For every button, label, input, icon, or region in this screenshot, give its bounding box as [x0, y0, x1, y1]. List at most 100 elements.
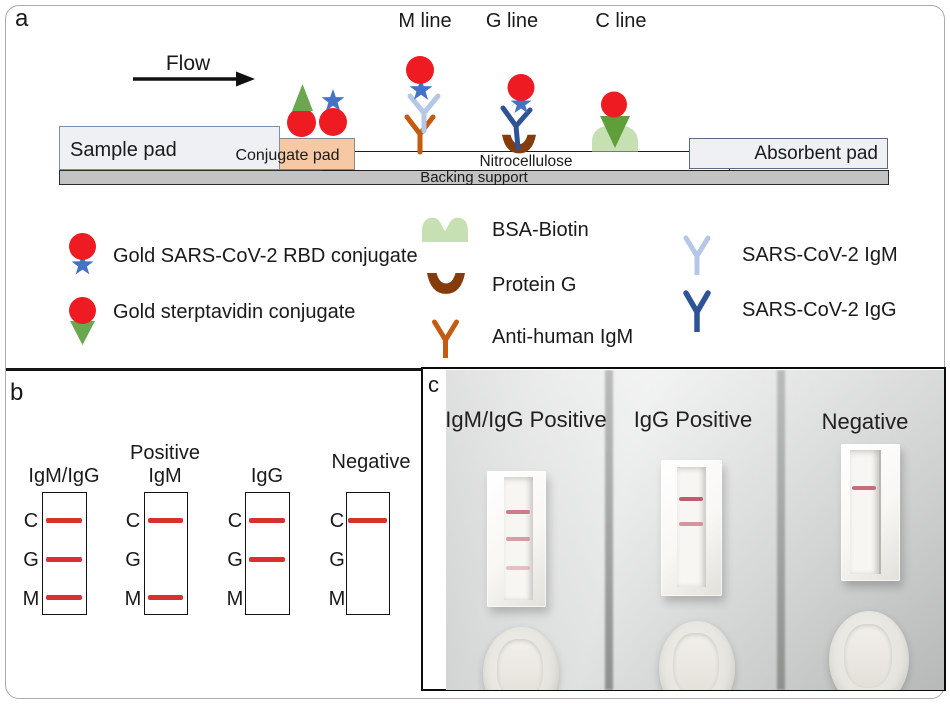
strip3-g-line — [249, 557, 285, 562]
cassette3-window — [841, 444, 900, 581]
cassette-photo: IgM/IgG Positive IgG Positive Negative — [446, 370, 944, 690]
flow-arrow — [133, 71, 255, 87]
streptavidin-triangle — [600, 116, 630, 148]
strip2-title-line2: IgM — [148, 465, 182, 487]
cassette3-strip — [850, 450, 881, 574]
legend-label-anti-human-igm: Anti-human IgM — [492, 326, 634, 348]
strip4-title: Negative — [331, 451, 411, 473]
strip2-title-line1: Positive — [129, 442, 201, 464]
cassette1-window — [487, 471, 546, 607]
cassette1-strip — [504, 477, 533, 600]
cassette3-c-line — [852, 486, 876, 490]
c-line-label: C line — [595, 10, 647, 32]
cassette3-label: Negative — [821, 409, 909, 434]
strip2-positive-igm — [144, 492, 188, 615]
m-line-label: M line — [398, 10, 452, 32]
c-line-complex — [592, 91, 638, 152]
sars-cov-2-igm-icon — [407, 93, 441, 134]
cassette1-c-line — [506, 510, 530, 514]
nitrocellulose-label: Nitrocellulose — [479, 153, 573, 170]
backing-support-label: Backing support — [420, 169, 528, 186]
legend-label-gold-streptavidin: Gold sterptavidin conjugate — [113, 301, 356, 323]
anti-human-igm-icon — [404, 114, 436, 155]
cassette2-well-pill — [673, 633, 720, 690]
cassette1-g-line — [506, 537, 530, 541]
cassette2-strip — [677, 467, 706, 587]
panel-c: c IgM/IgG Positive IgG Positive — [421, 367, 946, 691]
sample-pad — [59, 126, 280, 170]
strip1-g-line — [46, 557, 82, 562]
strip3-igg — [245, 492, 290, 615]
cassette3-sample-well — [829, 611, 909, 690]
gold-particle — [507, 74, 535, 101]
protein-g-icon — [427, 273, 465, 294]
legend-label-gold-rbd: Gold SARS-CoV-2 RBD conjugate — [113, 245, 418, 267]
cassette2-sample-well — [659, 621, 735, 690]
gold-rbd-conjugate-icon — [69, 233, 96, 275]
rbd-star — [321, 89, 345, 111]
strip1-letter-G: G — [23, 549, 39, 571]
panel-a-label: a — [15, 5, 29, 32]
absorbent-pad-label: Absorbent pad — [754, 143, 878, 164]
cassette1-m-line — [506, 566, 530, 570]
strip4-c-line — [348, 518, 387, 523]
cassette-separator-2 — [777, 370, 785, 690]
gold-streptavidin-conjugate-icon — [287, 84, 316, 137]
strip3-c-line — [249, 518, 285, 523]
m-line-complex — [404, 56, 441, 155]
g-line-complex — [500, 74, 536, 154]
strip1-letter-M: M — [22, 588, 40, 610]
gold-streptavidin-conjugate-icon — [69, 297, 96, 345]
panel-b-top-border — [6, 368, 421, 371]
strip3-letter-C: C — [227, 510, 243, 532]
protein-g-icon — [502, 134, 536, 154]
cassette1-label: IgM/IgG Positive — [446, 407, 607, 432]
sample-pad-label: Sample pad — [70, 139, 177, 161]
cassette-separator-1 — [605, 370, 613, 690]
legend-label-sars-igm: SARS-CoV-2 IgM — [742, 244, 898, 266]
strip1-m-line — [46, 595, 82, 600]
absorbent-pad — [689, 138, 888, 169]
sars-cov-2-igg-icon — [683, 290, 711, 332]
strip3-letter-M: M — [226, 588, 244, 610]
rbd-star — [510, 93, 532, 113]
gold-rbd-conjugate-icon — [319, 89, 347, 136]
strip2-letter-G: G — [125, 549, 141, 571]
panel-c-label: c — [428, 372, 439, 397]
strip1-title: IgM/IgG — [28, 465, 100, 487]
strip1-letter-C: C — [23, 510, 39, 532]
cassette2-label: IgG Positive — [633, 407, 753, 432]
gold-particle — [601, 91, 627, 118]
strip3-letter-G: G — [227, 549, 243, 571]
cassette3-well-pill — [844, 623, 893, 688]
panel-a-molecules — [133, 56, 638, 155]
cassette2-c-line — [679, 497, 703, 501]
strip4-letter-G: G — [329, 549, 345, 571]
anti-human-igm-icon — [432, 319, 459, 358]
conjugate-pad-label: Conjugate pad — [235, 147, 340, 164]
strip2-m-line — [148, 595, 183, 600]
strip4-negative — [346, 492, 390, 615]
cassette2-window — [661, 460, 722, 596]
strip1-igm-igg — [42, 492, 87, 615]
strip2-c-line — [148, 518, 183, 523]
g-line-label: G line — [485, 10, 539, 32]
legend-label-protein-g: Protein G — [492, 274, 577, 296]
strip2-letter-M: M — [124, 588, 142, 610]
panel-b-label: b — [10, 379, 24, 406]
rbd-star — [409, 78, 433, 100]
legend-label-bsa-biotin: BSA-Biotin — [492, 219, 589, 241]
strip3-title: IgG — [250, 465, 284, 487]
strip4-letter-C: C — [329, 510, 345, 532]
sars-cov-2-igg-icon — [500, 105, 533, 151]
gold-particle — [406, 56, 434, 84]
strip2-letter-C: C — [125, 510, 141, 532]
legend-label-sars-igg: SARS-CoV-2 IgG — [742, 299, 897, 321]
sars-cov-2-igm-icon — [683, 235, 711, 275]
figure-border — [5, 5, 945, 699]
strip4-letter-M: M — [328, 588, 346, 610]
flow-label: Flow — [165, 52, 211, 75]
cassette2-g-line — [679, 522, 703, 526]
bsa-biotin-icon — [422, 217, 468, 242]
